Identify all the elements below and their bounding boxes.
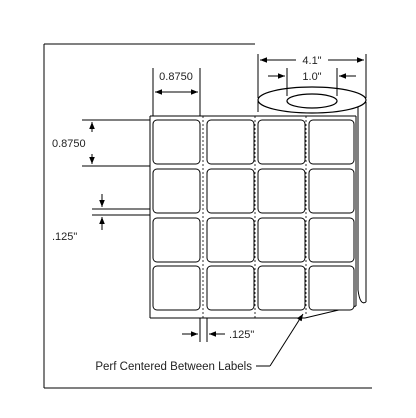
label-r1-c3 [257, 119, 306, 165]
label-r1-c1 [152, 119, 201, 165]
horizontal-gap-label: .125" [229, 329, 254, 341]
roll-bottom-curl [357, 289, 367, 304]
label-r4-c1 [152, 265, 201, 311]
dimension-core-diameter [268, 68, 356, 96]
roll-width-label: 4.1" [302, 55, 321, 67]
label-r4-c4 [308, 265, 355, 311]
roll-core [286, 93, 338, 109]
dimension-label-height [82, 119, 150, 167]
label-r3-c3 [257, 217, 306, 263]
label-grid [152, 119, 355, 311]
dimension-vertical-gap [92, 194, 150, 230]
core-diameter-label: 1.0" [302, 71, 321, 83]
label-r4-c3 [257, 265, 306, 311]
vertical-gap-label: .125" [52, 231, 77, 243]
label-r4-c2 [206, 265, 255, 311]
label-width-label: 0.8750 [159, 71, 193, 83]
label-r2-c2 [206, 168, 255, 214]
label-r2-c3 [257, 168, 306, 214]
perforation-lines [202, 116, 307, 318]
dimension-roll-width [257, 54, 367, 98]
label-roll [257, 86, 367, 304]
label-r3-c4 [308, 217, 355, 263]
label-height-label: 0.8750 [52, 138, 86, 150]
label-r1-c2 [206, 119, 255, 165]
perf-caption: Perf Centered Between Labels [95, 361, 252, 373]
label-r1-c4 [308, 119, 355, 165]
label-liner [149, 115, 357, 319]
diagram-frame [43, 43, 372, 389]
label-r3-c2 [206, 217, 255, 263]
perf-leader [256, 313, 304, 367]
label-r2-c4 [308, 168, 355, 214]
dimension-horizontal-gap [182, 318, 225, 342]
dimension-label-width [152, 68, 201, 116]
label-r3-c1 [152, 217, 201, 263]
label-r2-c1 [152, 168, 201, 214]
